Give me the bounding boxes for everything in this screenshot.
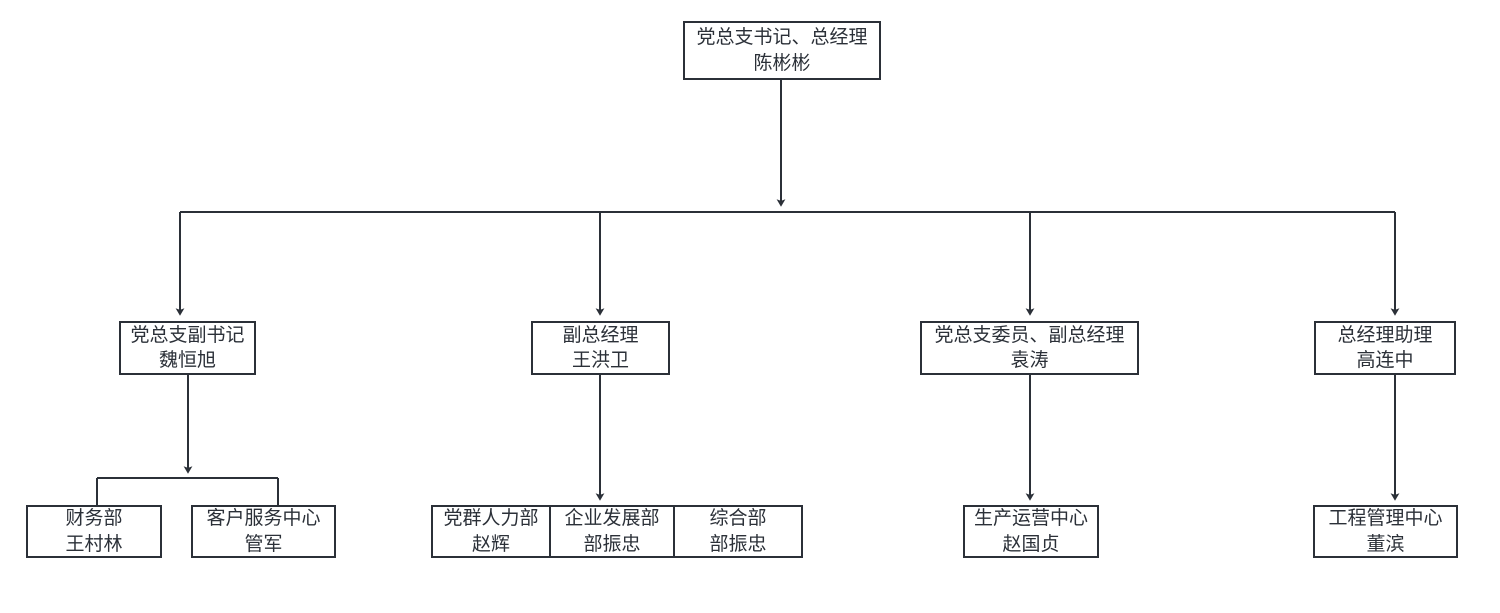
- org-node-title: 副总经理: [562, 324, 639, 346]
- org-node-person: 王村林: [65, 533, 123, 555]
- org-node-gm-assistant[interactable]: 总经理助理 高连中: [1314, 321, 1456, 375]
- org-node-person: 陈彬彬: [753, 52, 811, 74]
- org-node-general-affairs-dept[interactable]: 综合部 部振忠: [673, 505, 803, 558]
- org-node-person: 魏恒旭: [158, 350, 216, 371]
- org-node-title: 党总支委员、副总经理: [934, 324, 1125, 346]
- org-node-title: 党群人力部: [443, 508, 539, 530]
- org-node-party-hr-dept[interactable]: 党群人力部 赵辉: [431, 505, 551, 558]
- org-node-enterprise-development-dept[interactable]: 企业发展部 部振忠: [549, 505, 675, 558]
- org-node-title: 党总支书记、总经理: [696, 27, 868, 49]
- org-node-person: 部振忠: [709, 533, 767, 555]
- org-node-title: 客户服务中心: [206, 508, 321, 530]
- org-node-title: 总经理助理: [1337, 324, 1433, 346]
- org-node-ceo[interactable]: 党总支书记、总经理 陈彬彬: [683, 21, 881, 80]
- org-node-deputy-party-secretary[interactable]: 党总支副书记 魏恒旭: [119, 321, 256, 375]
- org-node-title: 财务部: [65, 508, 123, 530]
- org-node-person: 高连中: [1356, 350, 1414, 371]
- org-node-engineering-management-center[interactable]: 工程管理中心 董滨: [1313, 505, 1458, 558]
- org-node-group-middle: 党群人力部 赵辉 企业发展部 部振忠 综合部 部振忠: [431, 505, 803, 558]
- org-node-person: 部振忠: [583, 533, 641, 555]
- org-node-person: 赵国贞: [1002, 533, 1060, 555]
- org-node-person: 董滨: [1366, 533, 1405, 555]
- org-node-title: 工程管理中心: [1328, 508, 1443, 530]
- org-node-title: 生产运营中心: [973, 508, 1088, 530]
- org-node-person: 管军: [244, 533, 283, 555]
- org-node-person: 赵辉: [471, 533, 510, 555]
- org-node-party-member-deputy-gm[interactable]: 党总支委员、副总经理 袁涛: [920, 321, 1139, 375]
- org-node-deputy-gm[interactable]: 副总经理 王洪卫: [531, 321, 670, 375]
- org-node-production-operations-center[interactable]: 生产运营中心 赵国贞: [963, 505, 1099, 558]
- org-node-title: 综合部: [709, 508, 767, 530]
- org-node-title: 企业发展部: [564, 508, 660, 530]
- org-node-person: 王洪卫: [571, 350, 629, 371]
- org-node-finance-dept[interactable]: 财务部 王村林: [26, 505, 162, 558]
- org-node-title: 党总支副书记: [130, 324, 245, 346]
- org-node-person: 袁涛: [1010, 350, 1049, 371]
- org-node-customer-service-center[interactable]: 客户服务中心 管军: [191, 505, 336, 558]
